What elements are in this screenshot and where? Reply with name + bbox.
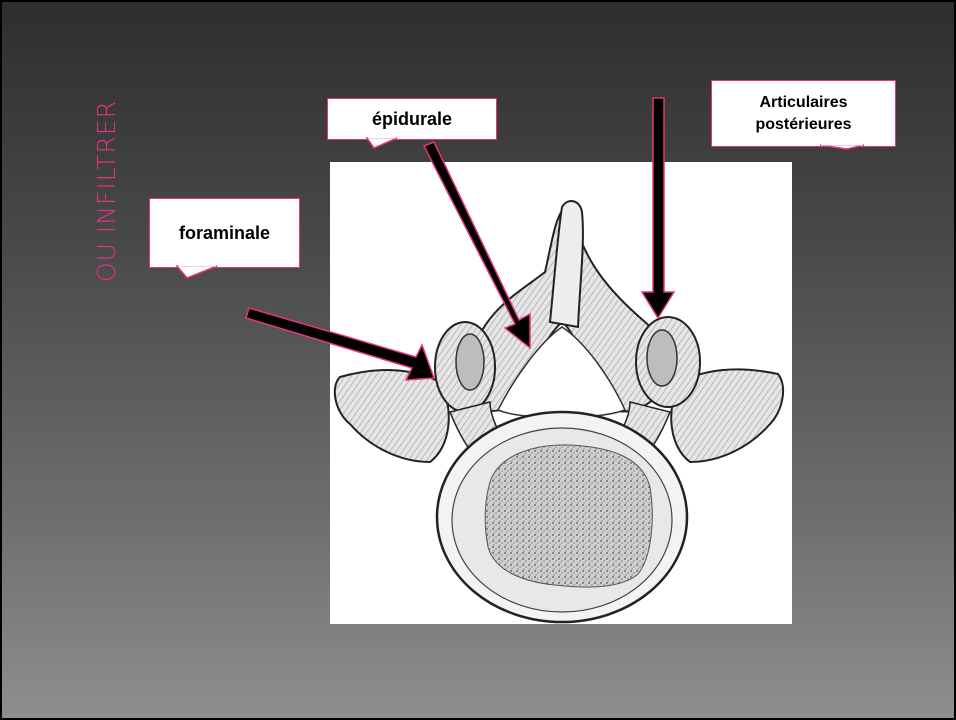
slide-title: OU INFILTRER bbox=[92, 100, 121, 282]
callout-epidurale: épidurale bbox=[327, 98, 497, 140]
vertebral-body-cancellous bbox=[485, 445, 652, 587]
spinous-process bbox=[550, 201, 583, 327]
vertebra-drawing bbox=[330, 162, 792, 624]
callout-articulaires-line1: Articulaires bbox=[755, 92, 851, 114]
left-transverse-process bbox=[335, 370, 449, 462]
vertebra-illustration bbox=[330, 162, 792, 624]
callout-foraminale-label: foraminale bbox=[179, 223, 270, 244]
callout-articulaires-line2: postérieures bbox=[755, 114, 851, 136]
callout-foraminale: foraminale bbox=[149, 198, 300, 268]
callout-articulaires: Articulaires postérieures bbox=[711, 80, 896, 147]
callout-epidurale-label: épidurale bbox=[372, 109, 452, 130]
